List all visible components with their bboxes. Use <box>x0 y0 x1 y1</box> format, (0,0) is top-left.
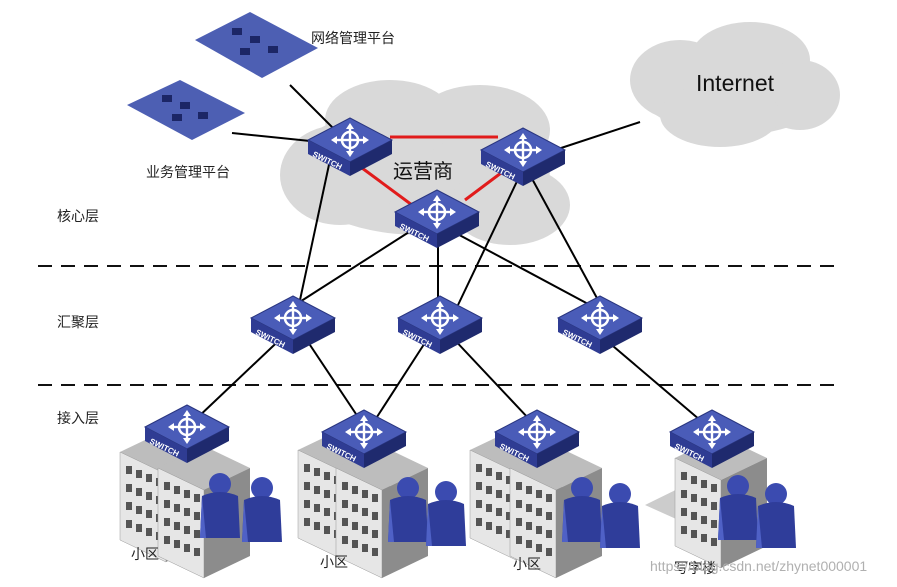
business-management-platform-label: 业务管理平台 <box>146 165 230 181</box>
aggregation-switch-3 <box>556 294 644 356</box>
watermark-text: https://blog.csdn.net/zhynet000001 <box>650 558 868 574</box>
network-management-platform-label: 网络管理平台 <box>311 31 395 47</box>
carrier-label: 运营商 <box>393 159 453 183</box>
access-layer-label: 接入层 <box>57 411 99 427</box>
community-label-2: 小区 <box>320 555 348 571</box>
network-links <box>194 84 701 421</box>
aggregation-switch-2 <box>396 294 484 356</box>
core-ring-links <box>361 135 506 207</box>
business-management-platform-icon <box>127 80 245 140</box>
community-label-1: 小区 <box>131 547 159 563</box>
aggregation-layer-label: 汇聚层 <box>57 315 99 331</box>
network-management-platform-icon <box>195 12 318 78</box>
office-building-label: 写字楼 <box>674 561 716 577</box>
aggregation-switch-1 <box>249 294 337 356</box>
community-label-3: 小区 <box>513 557 541 573</box>
internet-label: Internet <box>696 70 774 96</box>
core-layer-label: 核心层 <box>57 209 99 225</box>
internet-cloud <box>630 22 840 147</box>
